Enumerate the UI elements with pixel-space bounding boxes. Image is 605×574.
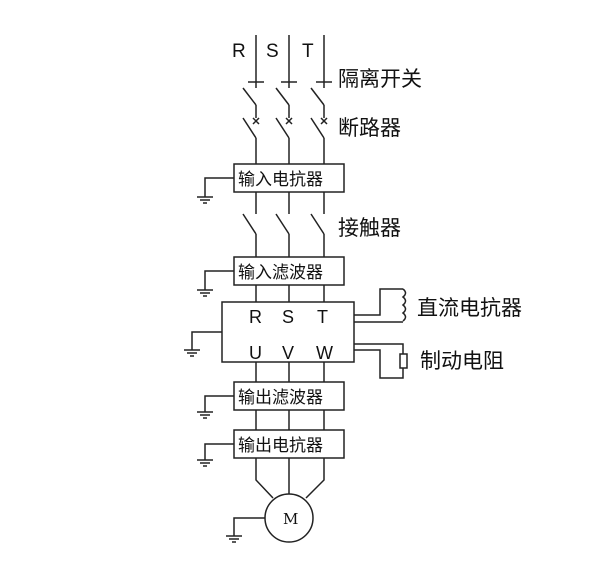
isolator-label: 隔离开关 (338, 67, 422, 91)
input-filter (197, 256, 345, 297)
input-reactor (197, 163, 345, 204)
inverter-output-v: V (282, 343, 294, 363)
breaker-label: 断路器 (338, 116, 401, 140)
phase-label-s: S (266, 41, 279, 62)
lines-to-output-filter (255, 362, 325, 382)
brake-resistor-label: 制动电阻 (420, 349, 504, 373)
inverter-output-u: U (249, 343, 262, 363)
input-filter-label: 输入滤波器 (238, 263, 323, 283)
contactor (242, 213, 325, 257)
phase-label-t: T (302, 41, 314, 62)
lines-to-contactor (255, 192, 325, 214)
brake-resistor (354, 343, 408, 379)
input-reactor-label: 输入电抗器 (238, 170, 323, 190)
phase-label-r: R (232, 41, 246, 62)
lines-to-output-reactor (255, 410, 325, 430)
inverter (184, 301, 355, 363)
output-filter-label: 输出滤波器 (238, 388, 323, 408)
supply-lines (255, 35, 325, 82)
lines-to-motor (255, 458, 325, 499)
circuit-breaker (242, 117, 328, 164)
output-filter (197, 381, 345, 419)
output-reactor-label: 输出电抗器 (238, 436, 323, 456)
contactor-label: 接触器 (338, 216, 401, 240)
dc-reactor (354, 288, 407, 323)
inverter-input-s: S (282, 307, 294, 327)
isolator-switch (242, 81, 332, 118)
output-reactor (197, 429, 345, 467)
inverter-output-w: W (316, 343, 333, 363)
dc-reactor-label: 直流电抗器 (417, 296, 522, 320)
inverter-input-t: T (317, 307, 328, 327)
lines-to-inverter (255, 285, 325, 302)
motor-label: M (283, 510, 298, 528)
inverter-input-r: R (249, 307, 262, 327)
motor (226, 493, 314, 543)
